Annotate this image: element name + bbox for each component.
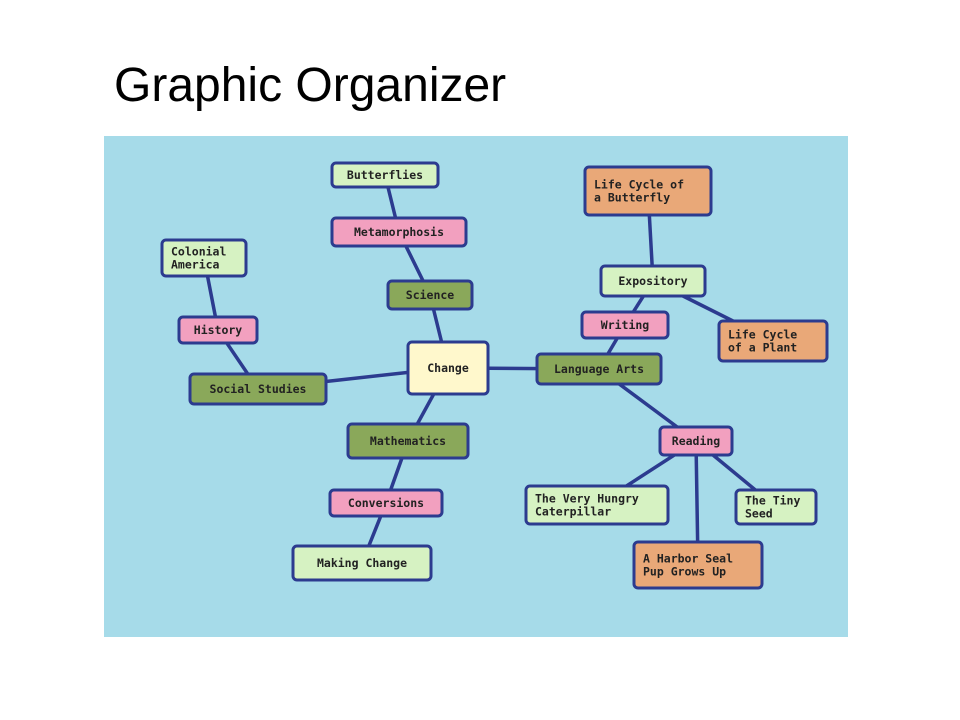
node-metamorphosis: Metamorphosis xyxy=(330,216,468,248)
node-change: Change xyxy=(406,340,490,396)
node-box-science xyxy=(386,279,474,311)
node-conversions: Conversions xyxy=(328,488,444,518)
node-label-writing: Writing xyxy=(601,318,650,332)
node-label-language-arts: Language Arts xyxy=(554,362,644,376)
node-box-reading xyxy=(658,425,734,457)
node-label-line: of a Plant xyxy=(728,341,797,355)
node-box-writing xyxy=(580,310,670,340)
node-label-line: America xyxy=(171,258,220,272)
node-label-social-studies: Social Studies xyxy=(210,382,307,396)
page-title: Graphic Organizer xyxy=(114,59,507,112)
node-label-mathematics: Mathematics xyxy=(370,434,446,448)
node-making-change: Making Change xyxy=(291,544,433,582)
node-label-line: a Butterfly xyxy=(594,191,670,205)
node-box-conversions xyxy=(328,488,444,518)
node-science: Science xyxy=(386,279,474,311)
node-box-metamorphosis xyxy=(330,216,468,248)
node-box-making-change xyxy=(291,544,433,582)
node-label-line: Change xyxy=(427,361,469,375)
node-box-butterflies xyxy=(330,161,440,189)
node-label-line: Making Change xyxy=(317,556,407,570)
node-label-line: Writing xyxy=(601,318,650,332)
node-label-line: Caterpillar xyxy=(535,505,611,519)
node-history: History xyxy=(177,315,259,345)
node-box-life-cycle-plant xyxy=(717,319,829,363)
node-box-tiny-seed xyxy=(734,488,818,526)
node-butterflies: Butterflies xyxy=(330,161,440,189)
node-label-change: Change xyxy=(427,361,469,375)
node-label-line: Pup Grows Up xyxy=(643,565,726,579)
node-box-expository xyxy=(599,264,707,298)
node-label-line: Butterflies xyxy=(347,168,423,182)
node-language-arts: Language Arts xyxy=(535,352,663,386)
node-label-conversions: Conversions xyxy=(348,496,424,510)
node-label-line: Metamorphosis xyxy=(354,225,444,239)
node-label-line: Seed xyxy=(745,507,773,521)
node-label-science: Science xyxy=(406,288,455,302)
node-label-line: Life Cycle xyxy=(728,328,797,342)
node-label-line: The Very Hungry xyxy=(535,492,639,506)
node-box-colonial-america xyxy=(160,238,248,278)
node-reading: Reading xyxy=(658,425,734,457)
node-box-mathematics xyxy=(346,422,470,460)
node-box-life-cycle-butterfly xyxy=(583,165,713,217)
node-label-making-change: Making Change xyxy=(317,556,407,570)
node-label-line: Colonial xyxy=(171,245,226,259)
node-box-harbor-seal xyxy=(632,540,764,590)
node-box-social-studies xyxy=(188,372,328,406)
node-label-history: History xyxy=(194,323,243,337)
node-box-change xyxy=(406,340,490,396)
node-label-line: History xyxy=(194,323,243,337)
node-label-line: Mathematics xyxy=(370,434,446,448)
node-label-line: Social Studies xyxy=(210,382,307,396)
node-box-history xyxy=(177,315,259,345)
node-mathematics: Mathematics xyxy=(346,422,470,460)
node-label-line: Reading xyxy=(672,434,721,448)
node-expository: Expository xyxy=(599,264,707,298)
concept-map: Change Science Metamorphosis ButterfliesSoc… xyxy=(160,161,829,590)
node-box-language-arts xyxy=(535,352,663,386)
node-label-line: The Tiny xyxy=(745,494,800,508)
node-label-line: Life Cycle of xyxy=(594,178,684,192)
node-label-metamorphosis: Metamorphosis xyxy=(354,225,444,239)
concept-nodes: Change Science Metamorphosis ButterfliesSoc… xyxy=(160,161,829,590)
node-label-line: A Harbor Seal xyxy=(643,552,733,566)
node-label-line: Language Arts xyxy=(554,362,644,376)
node-label-expository: Expository xyxy=(618,274,687,288)
node-label-reading: Reading xyxy=(672,434,721,448)
connector-lines xyxy=(202,173,778,567)
node-label-line: Expository xyxy=(618,274,687,288)
node-label-line: Conversions xyxy=(348,496,424,510)
node-social-studies: Social Studies xyxy=(188,372,328,406)
node-writing: Writing xyxy=(580,310,670,340)
node-label-butterflies: Butterflies xyxy=(347,168,423,182)
node-box-very-hungry-caterpillar xyxy=(524,484,670,526)
node-label-line: Science xyxy=(406,288,455,302)
